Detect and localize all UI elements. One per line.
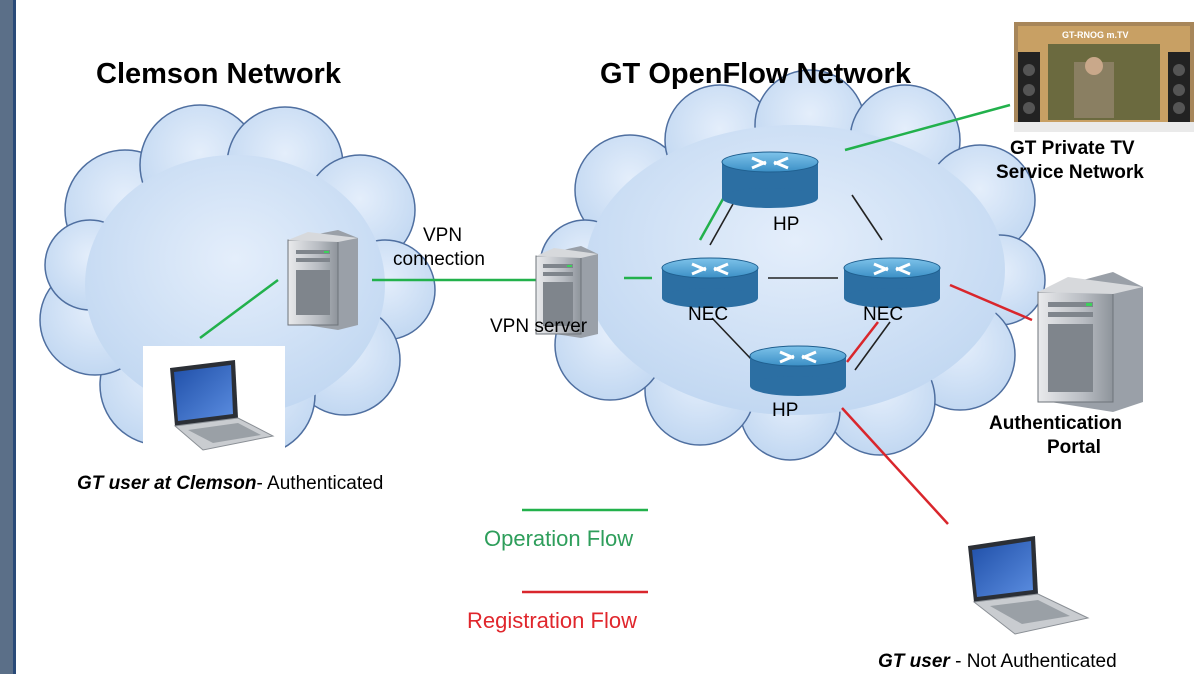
vpn-server-label: VPN server: [490, 316, 588, 337]
nec-right-label: NEC: [863, 304, 904, 325]
clemson-user-status: - Authenticated: [256, 473, 384, 494]
clemson-user-label: GT user at Clemson- Authenticated: [77, 473, 383, 495]
gt-user-label: GT user - Not Authenticated: [878, 651, 1117, 673]
gt-user-status: - Not Authenticated: [949, 651, 1117, 672]
tv-service-label-line1: GT Private TV: [1010, 138, 1135, 159]
reg-link-hp-nec: [846, 321, 879, 363]
laptop-icon: [968, 536, 1090, 635]
clemson-network-title: Clemson Network: [96, 58, 341, 90]
vpn-connection-label-line1: VPN: [423, 225, 463, 246]
router-icon: [749, 345, 847, 396]
server-icon: [1037, 272, 1143, 412]
router-icon: [843, 257, 941, 308]
gt-user-bold: GT user: [878, 651, 950, 672]
gt-cloud-fill: [585, 125, 1005, 415]
vpn-connection-label-line2: connection: [393, 249, 485, 270]
server-icon: [535, 246, 598, 338]
legend-registration-label: Registration Flow: [467, 608, 637, 633]
router-icon: [721, 151, 819, 208]
tv-service-label-line2: Service Network: [996, 162, 1144, 183]
nec-left-label: NEC: [688, 304, 729, 325]
reg-link-hp-user: [841, 407, 949, 525]
registration-flow-links: [841, 283, 1033, 525]
op-link-hp-tv: [844, 103, 1011, 152]
gt-openflow-network-title: GT OpenFlow Network: [600, 58, 911, 90]
op-link-laptop-server: [199, 278, 279, 340]
slide-left-border: [0, 0, 16, 674]
legend-operation-label: Operation Flow: [484, 526, 634, 551]
server-icon: [287, 230, 358, 330]
hp-bottom-label: HP: [772, 400, 799, 421]
clemson-user-bold: GT user at Clemson: [77, 473, 257, 494]
auth-portal-label-line1: Authentication: [989, 413, 1122, 434]
router-icon: [661, 257, 759, 308]
laptop-icon: [143, 346, 285, 458]
operation-flow-links: [199, 103, 1011, 340]
auth-portal-label-line2: Portal: [1047, 437, 1101, 458]
tv-screen-title: GT-RNOG m.TV: [1062, 30, 1129, 40]
reg-link-nec-auth: [949, 283, 1033, 322]
hp-top-label: HP: [773, 214, 800, 235]
tv-screen-icon: [1014, 22, 1194, 132]
